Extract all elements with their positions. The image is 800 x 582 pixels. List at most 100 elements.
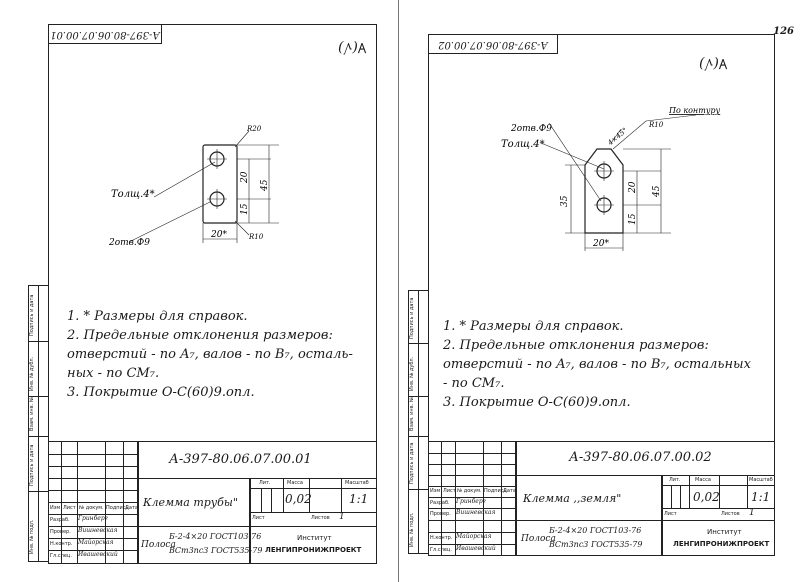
dim-label: 15 bbox=[240, 203, 250, 215]
right-part-name: Клемма ,,земля" bbox=[523, 492, 622, 505]
signer-name: Гринберг bbox=[78, 515, 108, 522]
sig-header: Изм bbox=[50, 505, 61, 511]
side-label: Подпись и дата bbox=[29, 444, 35, 486]
side-label: Подпись и дата bbox=[409, 442, 415, 484]
left-title-block: Изм Лист № докум. Подпись Дата Разраб. Г… bbox=[49, 441, 376, 564]
sig-header: Лист bbox=[443, 488, 456, 494]
role-label: Гл.спец. bbox=[50, 553, 72, 559]
dim-label: 35 bbox=[560, 195, 570, 207]
mass-value: 0,02 bbox=[285, 492, 312, 506]
left-part-name: Клемма трубы" bbox=[143, 496, 238, 509]
right-part-drawing: По контуру 2отв.Ф9 4×45° R10 Толщ.4* 35 … bbox=[501, 106, 721, 251]
role-label: Провер. bbox=[50, 529, 71, 535]
note-line: 2. Предельные отклонения размеров: bbox=[443, 338, 709, 353]
note-line: ных - по CM₇. bbox=[67, 366, 160, 381]
signer-name: Ивашевский bbox=[456, 545, 496, 552]
org-line: Институт bbox=[707, 528, 742, 536]
org-line: Институт bbox=[297, 534, 332, 542]
side-label: Инв. № подл. bbox=[29, 519, 35, 555]
material-label: Полоса bbox=[521, 534, 556, 544]
part-outline bbox=[202, 144, 238, 224]
dim-label: Толщ.4* bbox=[501, 139, 545, 150]
sheets-label: Листов bbox=[311, 515, 330, 521]
col-scale-label: Масштаб bbox=[749, 477, 773, 483]
signer-name: Гринберг bbox=[456, 498, 486, 505]
dim-label: 45 bbox=[652, 185, 662, 198]
sig-header: Изм bbox=[430, 488, 441, 494]
binding-divider bbox=[398, 0, 399, 582]
org-line: ЛЕНГИПРОНИЖПРОЕКТ bbox=[673, 540, 770, 548]
side-label: Подпись и дата bbox=[409, 297, 415, 339]
dim-label: 20* bbox=[210, 230, 227, 240]
signer-name: Вишневская bbox=[456, 509, 496, 516]
left-part-drawing: Толщ.4* 2отв.Ф9 R20 R10 20 15 45 20* bbox=[109, 125, 279, 248]
left-roughness-mark: ∀(√) bbox=[337, 39, 366, 55]
dim-label: Толщ.4* bbox=[111, 189, 155, 200]
col-mass-label: Масса bbox=[695, 477, 711, 483]
side-label: Подпись и дата bbox=[29, 294, 35, 336]
col-lit-label: Лит. bbox=[669, 477, 681, 483]
signer-name: Майорская bbox=[78, 539, 114, 546]
dim-label: По контуру bbox=[668, 106, 721, 115]
note-line: 1. * Размеры для справок. bbox=[67, 309, 248, 324]
note-line: - по CM₇. bbox=[443, 376, 505, 391]
role-label: Разраб. bbox=[50, 517, 70, 523]
sheets-label: Листов bbox=[721, 511, 740, 517]
role-label: Разраб. bbox=[430, 500, 450, 506]
note-line: 2. Предельные отклонения размеров: bbox=[67, 328, 333, 343]
scale-value: 1:1 bbox=[349, 492, 369, 506]
sheet-label: Лист bbox=[664, 511, 677, 517]
dim-label: R20 bbox=[246, 125, 262, 133]
sheets-count: 1 bbox=[339, 512, 345, 522]
sig-header: Лист bbox=[63, 505, 76, 511]
material-line: ВСт3пс3 ГОСТ535-79 bbox=[169, 546, 263, 555]
left-side-stamp: Подпись и дата Инв. № дубл. Взам. инв. №… bbox=[28, 285, 50, 562]
left-sheet-frame: А-397-80.06.07.00.01 ∀(√) Тол bbox=[48, 24, 377, 564]
right-sheet-frame: А-397-80.06.07.00.02 ∀(√) bbox=[428, 34, 775, 556]
side-label: Инв. № дубл. bbox=[29, 356, 35, 391]
note-line: отверстий - по A₇, валов - по B₇, осталь… bbox=[443, 357, 751, 372]
mass-value: 0,02 bbox=[693, 490, 720, 504]
sig-header: Дата bbox=[125, 505, 138, 511]
right-designation: А-397-80.06.07.00.02 bbox=[569, 450, 712, 465]
note-line: 3. Покрытие О-С(60)9.опл. bbox=[443, 395, 631, 410]
signer-name: Майорская bbox=[456, 533, 492, 540]
col-mass-label: Масса bbox=[287, 480, 303, 486]
col-scale-label: Масштаб bbox=[345, 480, 369, 486]
left-top-code-box: А-397-80.06.07.00.01 bbox=[49, 25, 162, 44]
left-doc-code-top: А-397-80.06.07.00.01 bbox=[50, 29, 160, 40]
sig-header: № докум. bbox=[457, 488, 482, 494]
dim-label: R10 bbox=[648, 121, 664, 129]
material-line: Б-2-4×20 ГОСТ103-76 bbox=[169, 532, 262, 541]
dim-label: R10 bbox=[248, 233, 264, 241]
org-line: ЛЕНГИПРОНИЖПРОЕКТ bbox=[265, 546, 362, 554]
side-label: Инв. № дубл. bbox=[409, 356, 415, 391]
col-lit-label: Лит. bbox=[259, 480, 271, 486]
dim-label: 45 bbox=[260, 179, 270, 192]
note-line: 3. Покрытие О-С(60)9.опл. bbox=[67, 385, 255, 400]
dim-label: 15 bbox=[628, 213, 638, 225]
dim-label: 2отв.Ф9 bbox=[510, 124, 552, 134]
page-number: 126 bbox=[773, 26, 794, 37]
sig-header: Дата bbox=[503, 488, 516, 494]
dim-label: 2отв.Ф9 bbox=[109, 238, 150, 248]
left-notes: 1. * Размеры для справок. 2. Предельные … bbox=[67, 307, 367, 402]
dim-label: 20 bbox=[240, 171, 250, 184]
scale-value: 1:1 bbox=[751, 490, 771, 504]
side-label: Взам. инв. № bbox=[409, 397, 415, 431]
material-line: Б-2-4×20 ГОСТ103-76 bbox=[549, 526, 642, 535]
sheets-count: 1 bbox=[749, 508, 755, 518]
right-notes: 1. * Размеры для справок. 2. Предельные … bbox=[443, 317, 773, 412]
side-label: Взам. инв. № bbox=[29, 397, 35, 431]
role-label: Н.контр. bbox=[50, 541, 73, 547]
material-line: ВСт3пс3 ГОСТ535-79 bbox=[549, 540, 643, 549]
signer-name: Вишневская bbox=[78, 527, 118, 534]
dim-label: 20 bbox=[628, 181, 638, 194]
right-roughness-mark: ∀(√) bbox=[699, 55, 728, 71]
right-doc-code-top: А-397-80.06.07.00.02 bbox=[438, 39, 548, 50]
right-top-code-box: А-397-80.06.07.00.02 bbox=[429, 35, 558, 54]
dim-label: 20* bbox=[592, 239, 609, 249]
sheet-label: Лист bbox=[252, 515, 265, 521]
note-line: отверстий - по A₇, валов - по B₇, осталь… bbox=[67, 347, 353, 362]
dim-label: 4×45° bbox=[606, 126, 629, 147]
